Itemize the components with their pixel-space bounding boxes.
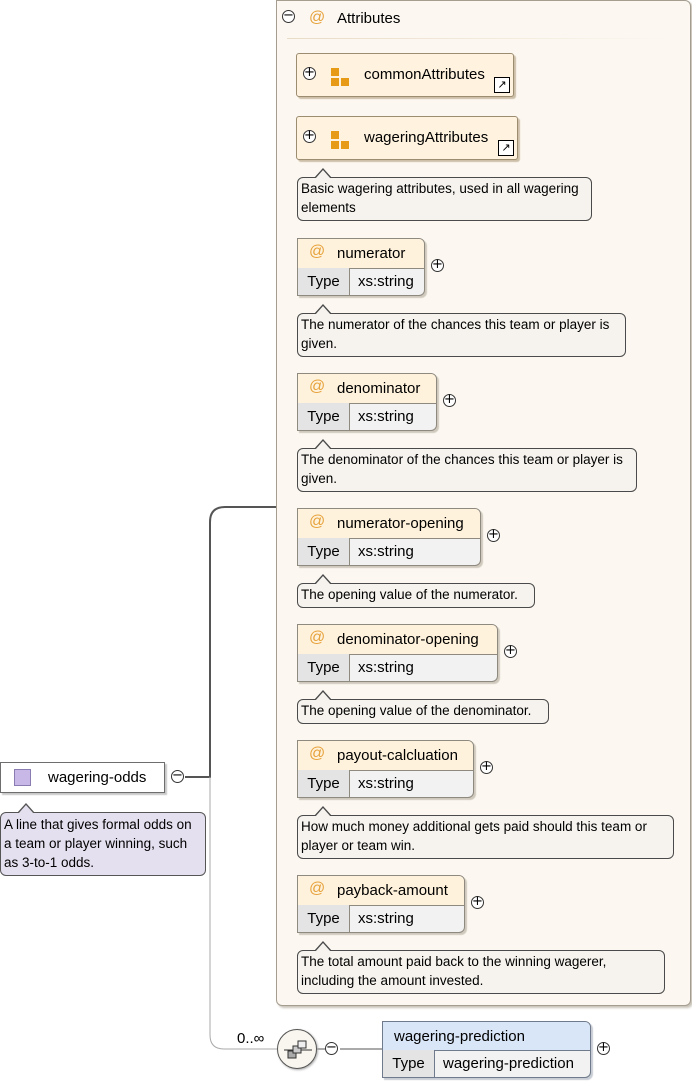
element-name: wagering-prediction <box>394 1028 525 1045</box>
type-value: xs:string <box>358 408 414 425</box>
reference-arrow-icon[interactable]: ↗ <box>498 140 514 156</box>
expand-icon[interactable]: + <box>303 65 316 80</box>
expand-icon[interactable]: + <box>480 759 493 774</box>
reference-arrow-icon[interactable]: ↗ <box>494 77 510 93</box>
type-value: xs:string <box>358 273 414 290</box>
collapse-attributes-icon[interactable]: − <box>282 8 295 23</box>
element-name: wagering-odds <box>48 769 147 786</box>
attribute-name: payback-amount <box>337 882 448 899</box>
expand-icon[interactable]: + <box>303 128 316 143</box>
header-divider <box>287 38 677 39</box>
type-label: Type <box>298 654 350 681</box>
attribute-documentation: The denominator of the chances this team… <box>297 439 637 492</box>
type-label: Type <box>298 770 350 797</box>
attribute-documentation: The numerator of the chances this team o… <box>297 304 626 357</box>
type-value: xs:string <box>358 910 414 927</box>
type-label: Type <box>383 1050 435 1077</box>
type-label: Type <box>298 905 350 932</box>
type-label: Type <box>298 538 350 565</box>
attribute-group-icon <box>331 131 350 150</box>
attribute-at-icon: @ <box>309 243 326 260</box>
attribute-name: denominator <box>337 380 421 397</box>
expand-icon[interactable]: + <box>443 392 456 407</box>
attribute-group-icon <box>331 68 350 87</box>
attributes-title: Attributes <box>337 10 401 27</box>
type-label: Type <box>298 268 350 295</box>
attribute-at-icon: @ <box>309 513 326 530</box>
type-value: xs:string <box>358 775 414 792</box>
attribute-payout-calcluation[interactable]: @ payout-calcluation Type xs:string <box>297 740 474 798</box>
attribute-at-icon: @ <box>309 9 326 26</box>
attribute-documentation: The opening value of the denominator. <box>297 690 549 724</box>
attribute-name: numerator-opening <box>337 515 464 532</box>
type-value: wagering-prediction <box>443 1055 574 1072</box>
group-documentation: Basic wagering attributes, used in all w… <box>297 168 592 221</box>
element-wagering-odds[interactable]: wagering-odds <box>0 762 165 793</box>
group-label: commonAttributes <box>364 66 485 83</box>
type-value: xs:string <box>358 543 414 560</box>
attribute-at-icon: @ <box>309 745 326 762</box>
attribute-denominator[interactable]: @ denominator Type xs:string <box>297 373 437 431</box>
sequence-glyph <box>284 1040 312 1059</box>
attribute-name: numerator <box>337 245 406 262</box>
attribute-documentation: The total amount paid back to the winnin… <box>297 941 665 994</box>
expand-icon[interactable]: + <box>471 894 484 909</box>
attribute-documentation: How much money additional gets paid shou… <box>297 806 674 859</box>
collapse-sequence-icon[interactable]: − <box>325 1040 338 1055</box>
attribute-name: denominator-opening <box>337 631 479 648</box>
attribute-payback-amount[interactable]: @ payback-amount Type xs:string <box>297 875 465 933</box>
collapse-element-icon[interactable]: − <box>171 768 184 783</box>
attribute-denominator-opening[interactable]: @ denominator-opening Type xs:string <box>297 624 498 682</box>
element-documentation: A line that gives formal odds on a team … <box>0 803 206 876</box>
attribute-documentation: The opening value of the numerator. <box>297 574 535 608</box>
attribute-at-icon: @ <box>309 378 326 395</box>
attribute-numerator[interactable]: @ numerator Type xs:string <box>297 238 425 296</box>
type-value: xs:string <box>358 659 414 676</box>
element-wagering-prediction[interactable]: wagering-prediction Type wagering-predic… <box>382 1021 591 1078</box>
cardinality-label: 0..∞ <box>237 1030 265 1047</box>
complex-element-icon <box>14 769 31 786</box>
expand-icon[interactable]: + <box>504 643 517 658</box>
type-label: Type <box>298 403 350 430</box>
attribute-name: payout-calcluation <box>337 747 458 764</box>
group-label: wageringAttributes <box>364 129 489 146</box>
expand-icon[interactable]: + <box>597 1040 610 1055</box>
attribute-at-icon: @ <box>309 880 326 897</box>
expand-icon[interactable]: + <box>487 527 500 542</box>
group-common-attributes[interactable]: + commonAttributes ↗ <box>296 53 514 97</box>
attribute-at-icon: @ <box>309 629 326 646</box>
group-wagering-attributes[interactable]: + wageringAttributes ↗ <box>296 116 518 160</box>
expand-icon[interactable]: + <box>431 257 444 272</box>
attribute-numerator-opening[interactable]: @ numerator-opening Type xs:string <box>297 508 481 566</box>
sequence-icon[interactable] <box>277 1029 317 1069</box>
